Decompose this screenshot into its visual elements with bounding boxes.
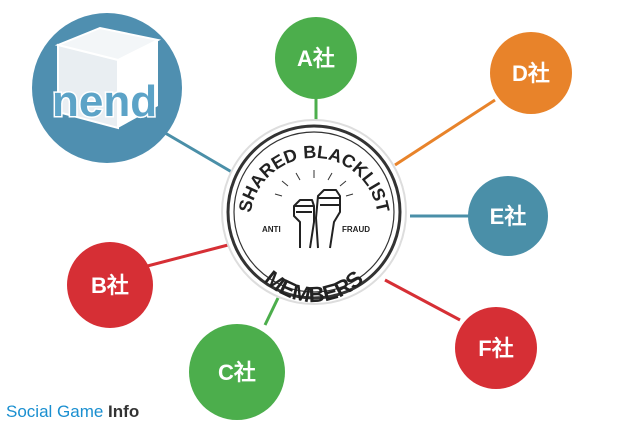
node-c-label: C社 [218,360,256,385]
connector-c [263,297,280,326]
node-a-label: A社 [297,46,335,71]
sunburst-rays [274,170,354,197]
node-e-label: E社 [490,204,527,229]
node-a: A社 [275,17,357,99]
connector-d [394,98,496,167]
badge-right-text: FRAUD [342,225,370,234]
nend-logo-text: nend [52,77,157,126]
nend-node: nend [32,13,182,163]
node-f-label: F社 [478,336,513,361]
social-game-info-watermark: Social Game Info [6,402,139,422]
raised-fists-icon [293,189,341,249]
node-d: D社 [490,32,572,114]
badge-left-text: ANTI [262,225,281,234]
nend-cube-icon [54,26,162,130]
shared-blacklist-badge: SHARED BLACKLIST MEMBERS ANTI FRAUD [221,119,407,307]
node-f: F社 [455,307,537,389]
node-d-label: D社 [512,61,550,86]
node-c: C社 [189,324,285,420]
watermark-suffix: Info [108,402,140,421]
watermark-prefix: Social Game [6,402,109,421]
connector-nend [159,128,243,180]
node-b: B社 [67,242,153,328]
node-e: E社 [468,176,548,256]
connector-f [384,278,461,322]
node-b-label: B社 [91,273,129,298]
